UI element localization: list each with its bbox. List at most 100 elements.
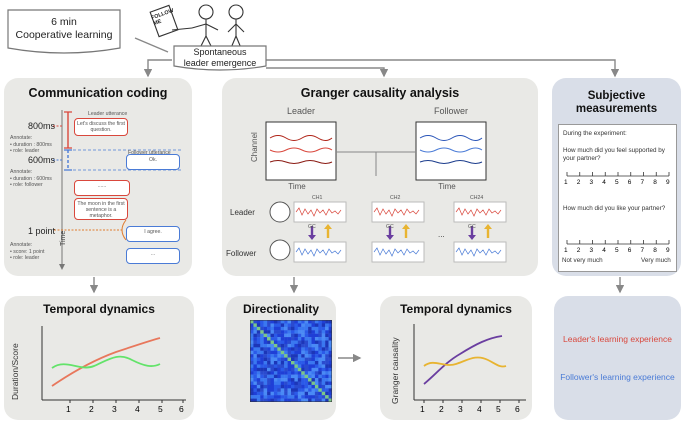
matrix-cell <box>321 357 326 362</box>
matrix-cell <box>250 371 254 375</box>
matrix-cell <box>287 398 292 402</box>
row-label-follower: Follower <box>226 249 257 258</box>
matrix-cell <box>250 388 254 392</box>
arrow-to-granger <box>266 67 389 78</box>
matrix-cell <box>314 398 319 402</box>
leader-learning-experience: Leader's learning experience <box>563 334 672 344</box>
matrix-cell <box>277 323 281 328</box>
matrix-cell <box>294 388 299 392</box>
matrix-cell <box>263 381 268 386</box>
matrix-cell <box>256 323 261 328</box>
matrix-cell <box>280 361 285 365</box>
matrix-cell <box>321 367 326 372</box>
matrix-cell <box>284 330 288 334</box>
matrix-cell <box>267 357 271 362</box>
matrix-cell <box>250 367 254 372</box>
matrix-cell <box>253 357 258 362</box>
matrix-cell <box>291 367 295 372</box>
matrix-cell <box>260 364 264 369</box>
matrix-cell <box>321 398 326 402</box>
matrix-cell <box>256 350 261 355</box>
arrow-to-communication <box>143 59 172 78</box>
matrix-cell <box>328 337 332 341</box>
follower-utterance-label: Follower utterance <box>128 150 171 156</box>
matrix-cell <box>263 320 268 324</box>
matrix-cell <box>291 337 295 341</box>
matrix-cell <box>318 343 322 348</box>
matrix-cell <box>297 378 302 382</box>
matrix-cell <box>287 354 292 358</box>
matrix-cell <box>260 367 264 372</box>
matrix-cell <box>301 367 305 372</box>
matrix-cell <box>284 364 288 369</box>
matrix-cell <box>250 326 254 331</box>
matrix-cell <box>260 374 264 379</box>
matrix-cell <box>273 364 278 369</box>
matrix-cell <box>267 320 271 324</box>
matrix-cell <box>263 340 268 345</box>
matrix-cell <box>291 343 295 348</box>
matrix-diagonal-cell <box>328 398 332 402</box>
matrix-cell <box>270 354 275 358</box>
matrix-cell <box>318 323 322 328</box>
matrix-cell <box>297 343 302 348</box>
matrix-cell <box>311 395 316 399</box>
matrix-cell <box>297 381 302 386</box>
matrix-cell <box>314 367 319 372</box>
matrix-cell <box>301 326 305 331</box>
matrix-cell <box>277 384 281 389</box>
matrix-cell <box>250 364 254 369</box>
matrix-cell <box>280 395 285 399</box>
matrix-cell <box>291 347 295 351</box>
matrix-cell <box>297 391 302 396</box>
matrix-cell <box>263 395 268 399</box>
matrix-cell <box>297 374 302 379</box>
matrix-cell <box>256 371 261 375</box>
matrix-cell <box>250 384 254 389</box>
matrix-cell <box>301 337 305 341</box>
matrix-cell <box>304 398 309 402</box>
matrix-diagonal-cell <box>280 350 285 355</box>
matrix-cell <box>280 337 285 341</box>
matrix-cell <box>325 364 329 369</box>
matrix-cell <box>325 347 329 351</box>
matrix-cell <box>256 384 261 389</box>
matrix-cell <box>250 357 254 362</box>
matrix-cell <box>318 384 322 389</box>
matrix-cell <box>267 361 271 365</box>
x2-tick-1: 1 <box>420 404 425 414</box>
matrix-cell <box>301 330 305 334</box>
matrix-cell <box>301 343 305 348</box>
matrix-cell <box>280 357 285 362</box>
matrix-cell <box>314 357 319 362</box>
matrix-cell <box>301 361 305 365</box>
matrix-cell <box>267 330 271 334</box>
matrix-cell <box>250 398 254 402</box>
score-1-point: 1 point <box>28 226 56 236</box>
matrix-cell <box>294 398 299 402</box>
matrix-cell <box>287 384 292 389</box>
matrix-cell <box>263 357 268 362</box>
matrix-cell <box>256 398 261 402</box>
matrix-cell <box>273 333 278 338</box>
matrix-cell <box>267 333 271 338</box>
gc-label-2: GC <box>386 224 394 230</box>
matrix-cell <box>250 361 254 365</box>
matrix-cell <box>321 374 326 379</box>
matrix-cell <box>297 371 302 375</box>
matrix-cell <box>311 333 316 338</box>
matrix-cell <box>256 381 261 386</box>
matrix-cell <box>280 354 285 358</box>
matrix-cell <box>318 330 322 334</box>
matrix-cell <box>270 364 275 369</box>
matrix-cell <box>270 347 275 351</box>
matrix-cell <box>277 333 281 338</box>
matrix-cell <box>294 361 299 365</box>
matrix-cell <box>297 357 302 362</box>
matrix-cell <box>253 340 258 345</box>
matrix-cell <box>270 337 275 341</box>
matrix-cell <box>325 357 329 362</box>
matrix-cell <box>321 343 326 348</box>
subjective-panel: Subjective measurements During the exper… <box>552 78 681 276</box>
